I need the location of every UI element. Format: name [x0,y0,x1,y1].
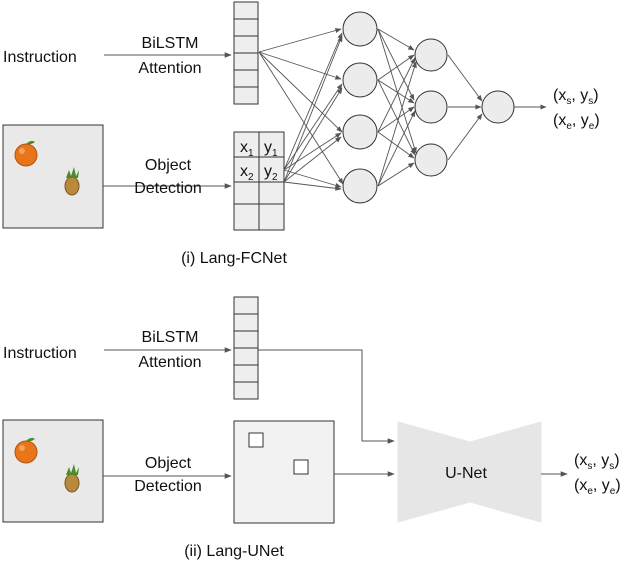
vector-cell [233,18,259,37]
unet-block [397,421,542,523]
caption-lang-fcnet: (i) Lang-FCNet [181,250,287,267]
top-attention-vector [233,1,259,105]
vector-cell [233,347,259,366]
bottom-attention-label: Attention [138,354,201,371]
bottom-scene-image [2,419,104,523]
top-scene-image [2,124,104,229]
top-output-start: (xs, ys) [553,87,599,107]
top-attention-label: Attention [138,60,201,77]
pineapple-icon [64,167,80,196]
orange-icon [14,140,38,167]
vector-cell [233,330,259,349]
vector-cell [233,296,259,315]
vector-cell [233,86,259,105]
orange-icon [14,437,38,464]
bottom-instruction-label: Instruction [3,345,77,362]
bbox-square [248,432,264,448]
vector-cell [233,69,259,88]
hidden-neuron [342,114,378,150]
hidden-neuron [414,143,448,177]
top-detection-table: x1 y1 x2 y2 [233,131,285,231]
vector-cell [233,364,259,383]
table-y1: y1 [264,139,278,159]
fc-network-neurons [342,11,515,204]
bottom-output-start: (xs, ys) [574,452,620,472]
top-object-label: Object [145,157,192,174]
unet-label: U-Net [445,465,487,482]
caption-lang-unet: (ii) Lang-UNet [184,543,284,560]
bbox-square [293,459,309,475]
hidden-neuron [342,168,378,204]
top-instruction-label: Instruction [3,49,77,66]
pineapple-icon [64,464,80,493]
top-bilstm-label: BiLSTM [142,35,199,52]
vector-cell [233,52,259,71]
vector-cell [233,313,259,332]
output-neuron [481,90,515,124]
vector-cell [233,35,259,54]
table-x2: x2 [240,163,254,183]
vector-cell [233,381,259,400]
bottom-bilstm-label: BiLSTM [142,329,199,346]
top-output-end: (xe, ye) [553,112,600,132]
vector-cell [233,1,259,20]
hidden-neuron [342,62,378,98]
bottom-attention-vector [233,296,259,400]
hidden-neuron [414,38,448,72]
attention-to-unet-arrow [258,349,395,444]
table-x1: x1 [240,139,254,159]
lang-unet-section: Instruction BiLSTM Attention Object Dete… [2,296,621,560]
bottom-object-label: Object [145,455,192,472]
top-detection-label: Detection [134,180,202,197]
bottom-output-end: (xe, ye) [574,477,621,497]
hidden-neuron [342,11,378,47]
fc-network-connections [258,28,547,191]
table-y2: y2 [264,163,278,183]
bottom-detection-label: Detection [134,478,202,495]
lang-fcnet-section: Instruction BiLSTM Attention Object Dete… [2,1,600,267]
hidden-neuron [414,90,448,124]
